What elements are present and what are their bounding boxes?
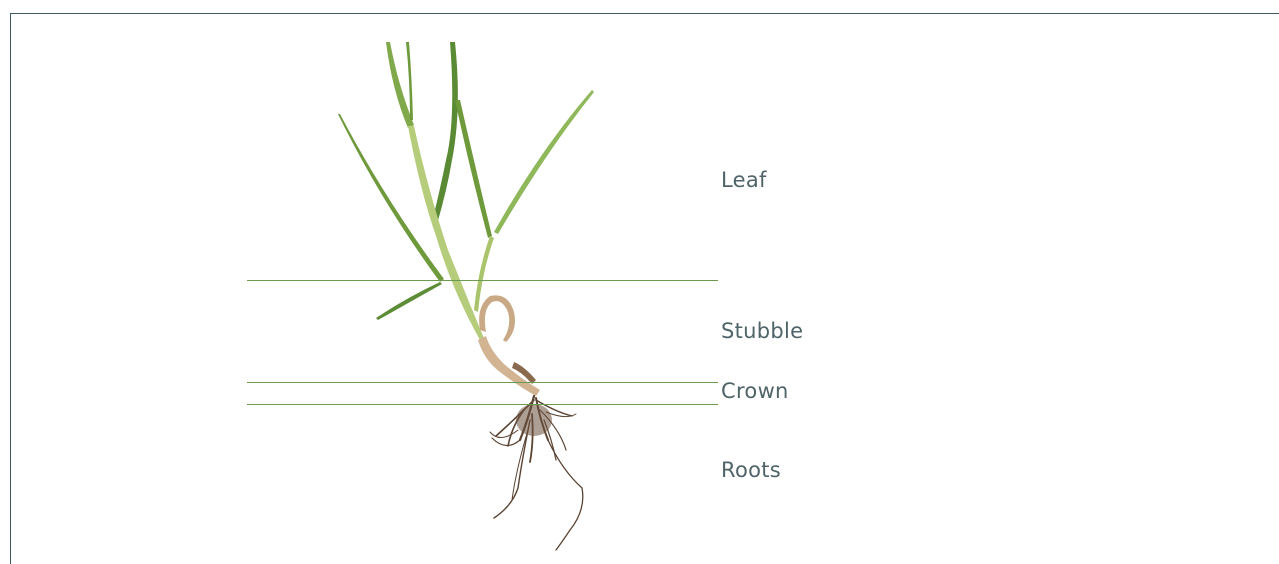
- leaf-stubble-divider: [247, 280, 718, 281]
- zone-label-stubble: Stubble: [721, 321, 803, 342]
- leaf-blade-center-right: [455, 100, 492, 238]
- leaf-blade-center-dark: [432, 42, 458, 224]
- stubble-crown-divider: [247, 382, 718, 383]
- zone-label-crown: Crown: [721, 381, 789, 402]
- root-mass: [516, 404, 552, 436]
- crown-roots-divider: [247, 404, 718, 405]
- dry-sheath: [478, 295, 540, 396]
- zone-label-roots: Roots: [721, 460, 781, 481]
- leaf-blades: [338, 42, 594, 320]
- zone-label-leaf: Leaf: [721, 170, 767, 191]
- leaf-blade-low: [376, 282, 442, 320]
- leaf-blade-right: [494, 90, 594, 234]
